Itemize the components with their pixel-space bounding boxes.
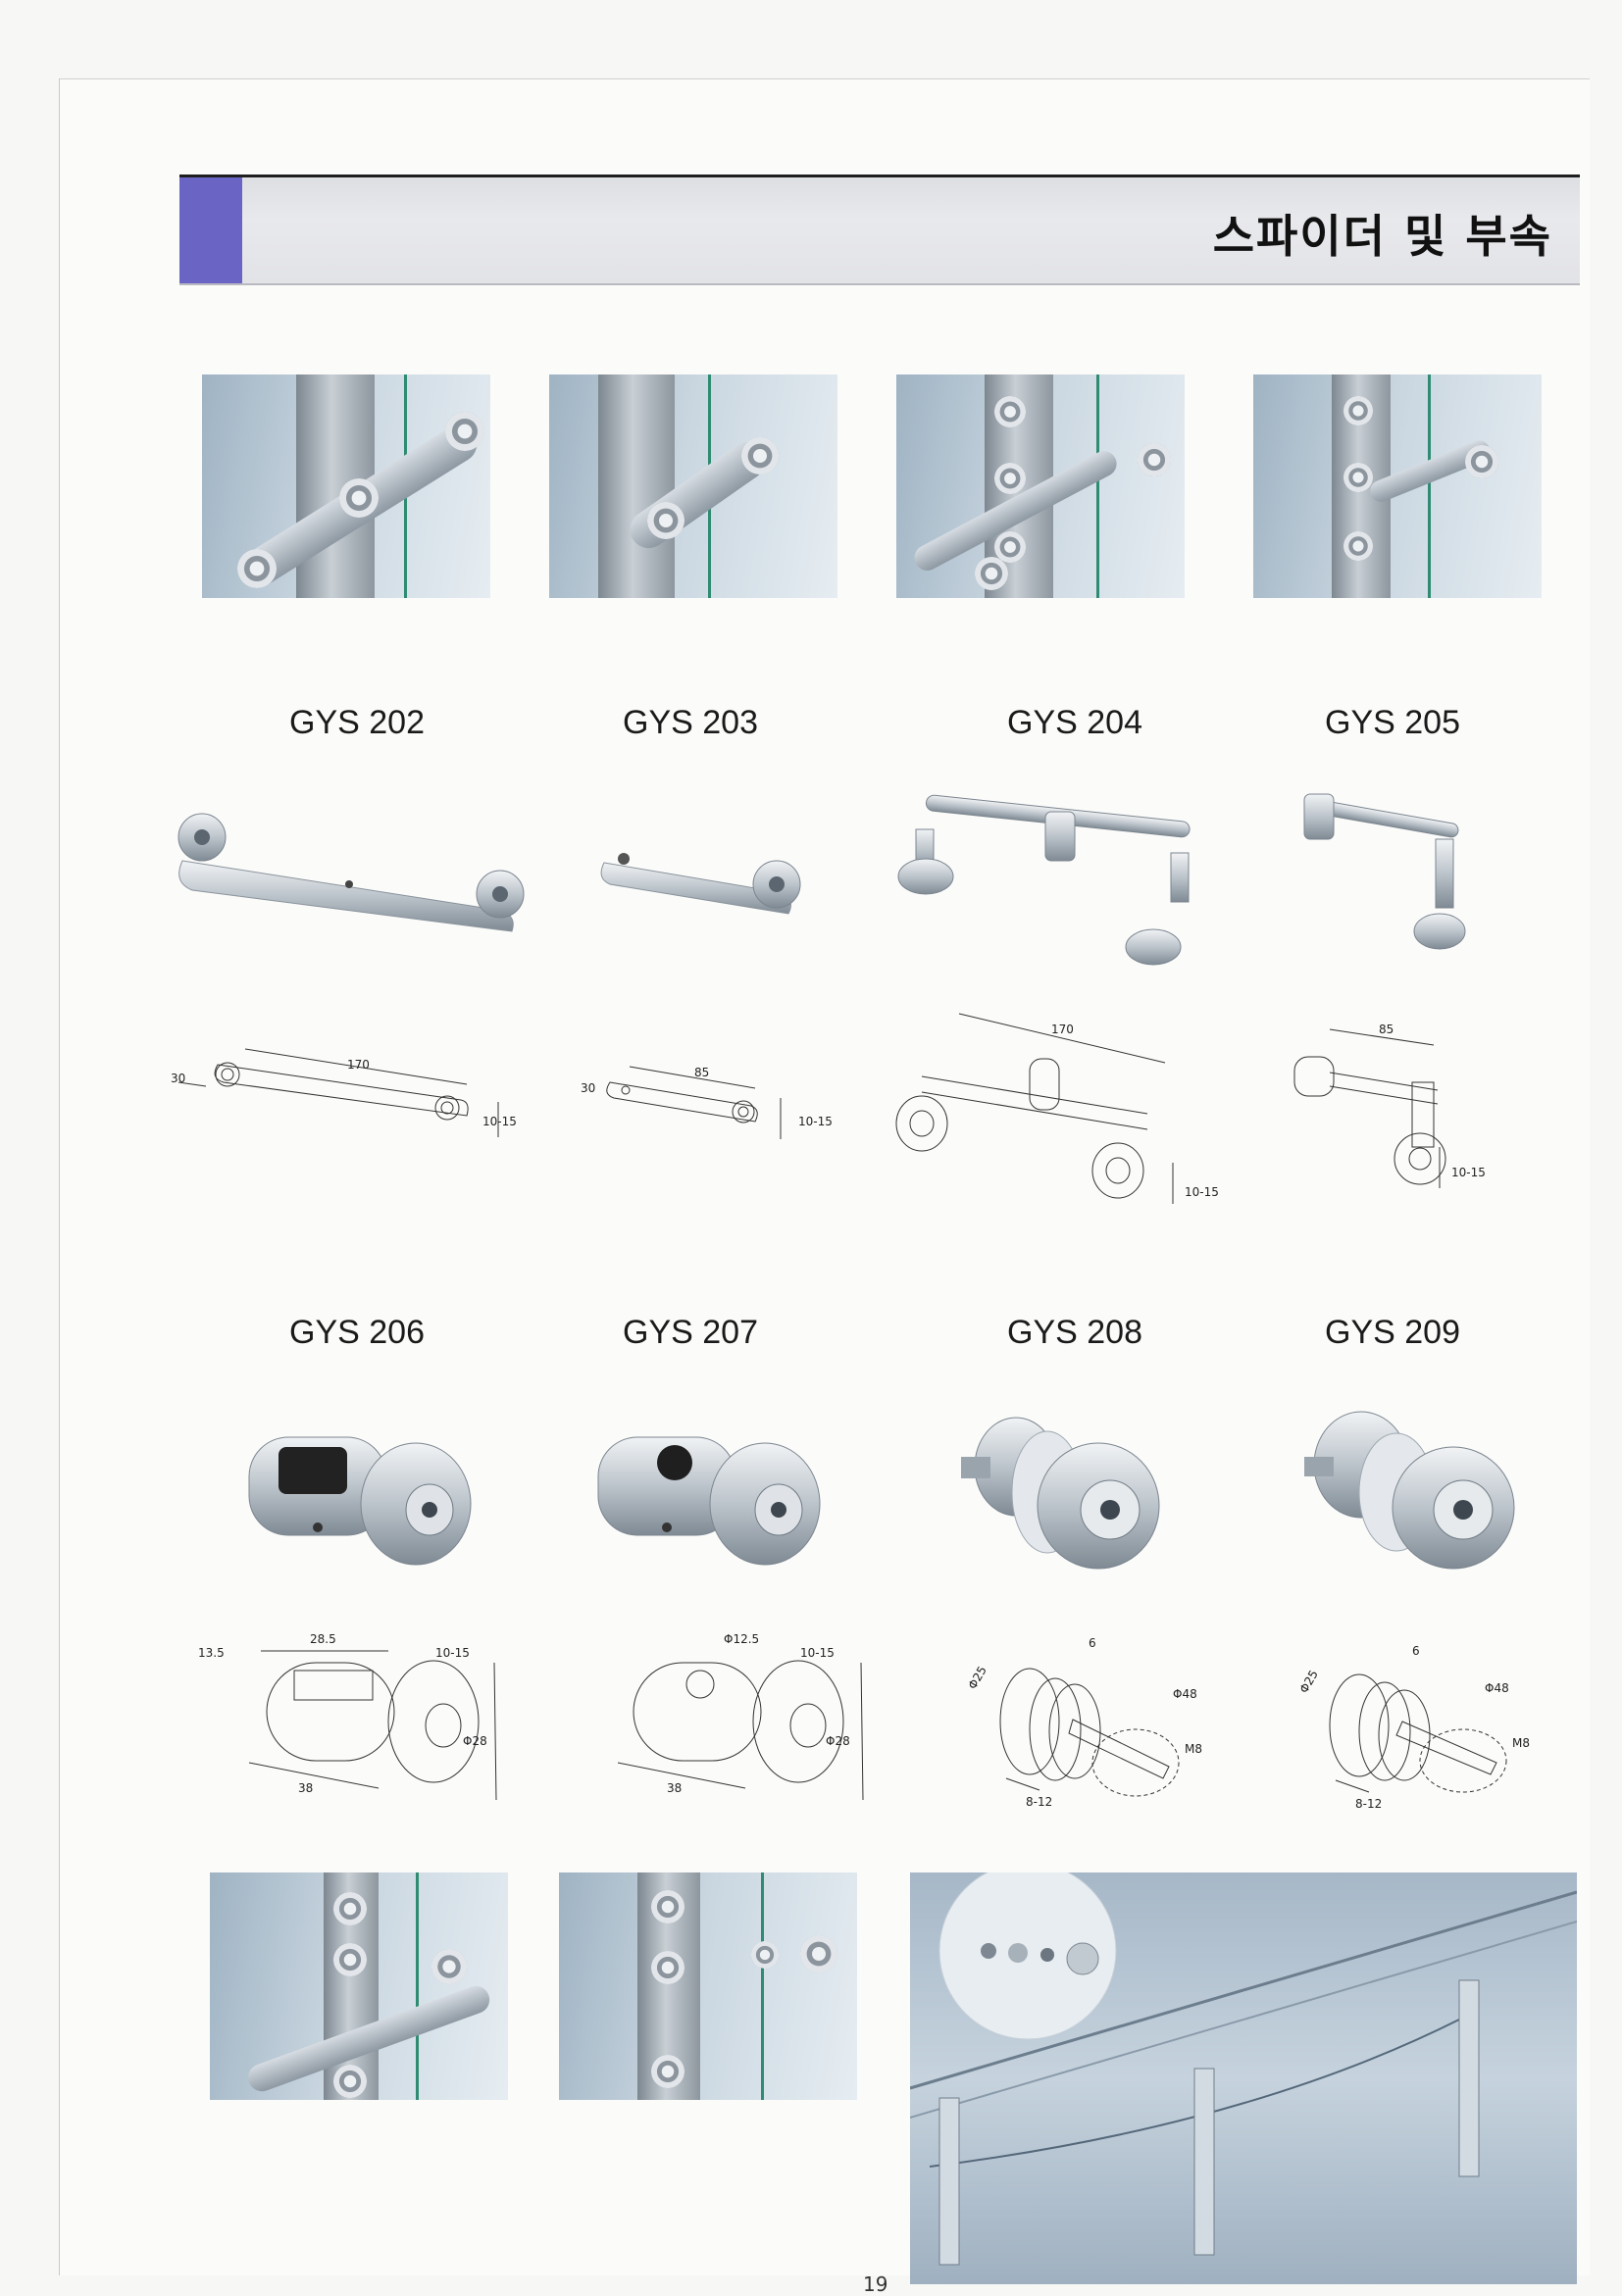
dim-d-gys209: M8 [1512, 1736, 1530, 1750]
dimension-drawing-gys204: 170 10-15 [895, 1013, 1219, 1204]
dimension-drawing-gys208: Φ25 6 Φ48 M8 8-12 [965, 1636, 1202, 1809]
product-image-gys207 [597, 1436, 821, 1566]
dim-a-gys206: 13.5 [198, 1646, 225, 1660]
dim-b-gys203: 85 [694, 1066, 709, 1079]
installation-photo-curved-railing [910, 1872, 1577, 2284]
product-image-gys208 [961, 1417, 1160, 1570]
dim-e-gys209: 8-12 [1355, 1797, 1382, 1811]
dim-a-gys202: 30 [171, 1072, 185, 1085]
dim-c-gys207: 10-15 [800, 1646, 835, 1660]
model-label-gys208: GYS 208 [1007, 1314, 1142, 1351]
model-label-gys203: GYS 203 [623, 704, 758, 741]
installation-photo-bottom-middle [559, 1872, 857, 2100]
product-image-gys206 [248, 1436, 472, 1566]
dimension-drawing-gys206: 13.5 28.5 10-15 Φ28 38 [198, 1632, 497, 1801]
product-image-gys204 [897, 794, 1191, 966]
product-image-gys203 [600, 853, 801, 915]
dimension-drawing-gys202: 30 170 10-15 [171, 1048, 517, 1137]
installation-photo-gys205 [1253, 374, 1542, 598]
dim-c-gys209: Φ48 [1485, 1681, 1509, 1695]
section-header: 스파이더 및 부속 [179, 175, 1580, 285]
dim-b-gys206: 28.5 [310, 1632, 336, 1646]
dimension-drawing-gys205: 85 10-15 [1293, 1023, 1486, 1188]
dim-c-gys204: 10-15 [1185, 1185, 1219, 1199]
model-label-gys204: GYS 204 [1007, 704, 1142, 741]
model-label-gys207: GYS 207 [623, 1314, 758, 1351]
dim-d-gys206: Φ28 [463, 1734, 487, 1748]
product-image-gys202 [177, 813, 525, 932]
dim-c-gys206: 10-15 [435, 1646, 470, 1660]
dim-a-gys208: Φ25 [965, 1664, 988, 1691]
model-label-gys202: GYS 202 [289, 704, 425, 741]
dim-a-gys209: Φ25 [1296, 1668, 1320, 1695]
dim-c-gys203: 10-15 [798, 1115, 833, 1128]
dim-b-gys209: 6 [1412, 1644, 1420, 1658]
dim-e-gys208: 8-12 [1026, 1795, 1052, 1809]
installation-photo-bottom-left [210, 1872, 508, 2100]
model-label-gys209: GYS 209 [1325, 1314, 1460, 1351]
model-label-gys205: GYS 205 [1325, 704, 1460, 741]
dim-d-gys207: Φ28 [826, 1734, 850, 1748]
product-image-gys205 [1303, 793, 1466, 950]
dim-a-gys207: Φ12.5 [724, 1632, 759, 1646]
product-image-gys209 [1304, 1411, 1515, 1570]
installation-photo-gys203 [549, 374, 837, 598]
page-number: 19 [863, 2272, 888, 2296]
dimension-drawing-gys207: Φ12.5 10-15 Φ28 38 [618, 1632, 864, 1801]
dim-b-gys204: 170 [1051, 1023, 1074, 1036]
section-title: 스파이더 및 부속 [1212, 210, 1552, 263]
dim-c-gys205: 10-15 [1451, 1166, 1486, 1179]
dim-c-gys202: 10-15 [482, 1115, 517, 1128]
dimension-drawing-gys203: 30 85 10-15 [581, 1066, 833, 1139]
header-accent-bar [179, 177, 242, 283]
dimension-drawing-gys209: Φ25 6 Φ48 M8 8-12 [1296, 1644, 1530, 1811]
dim-b-gys202: 170 [347, 1058, 370, 1072]
dim-a-gys203: 30 [581, 1081, 595, 1095]
model-label-gys206: GYS 206 [289, 1314, 425, 1351]
dim-b-gys205: 85 [1379, 1023, 1394, 1036]
installation-photo-gys204 [896, 374, 1185, 598]
installation-photo-gys202 [202, 374, 490, 598]
dim-e-gys207: 38 [667, 1781, 682, 1795]
dim-c-gys208: Φ48 [1173, 1687, 1197, 1701]
dim-b-gys208: 6 [1089, 1636, 1096, 1650]
dim-e-gys206: 38 [298, 1781, 313, 1795]
dim-d-gys208: M8 [1185, 1742, 1202, 1756]
